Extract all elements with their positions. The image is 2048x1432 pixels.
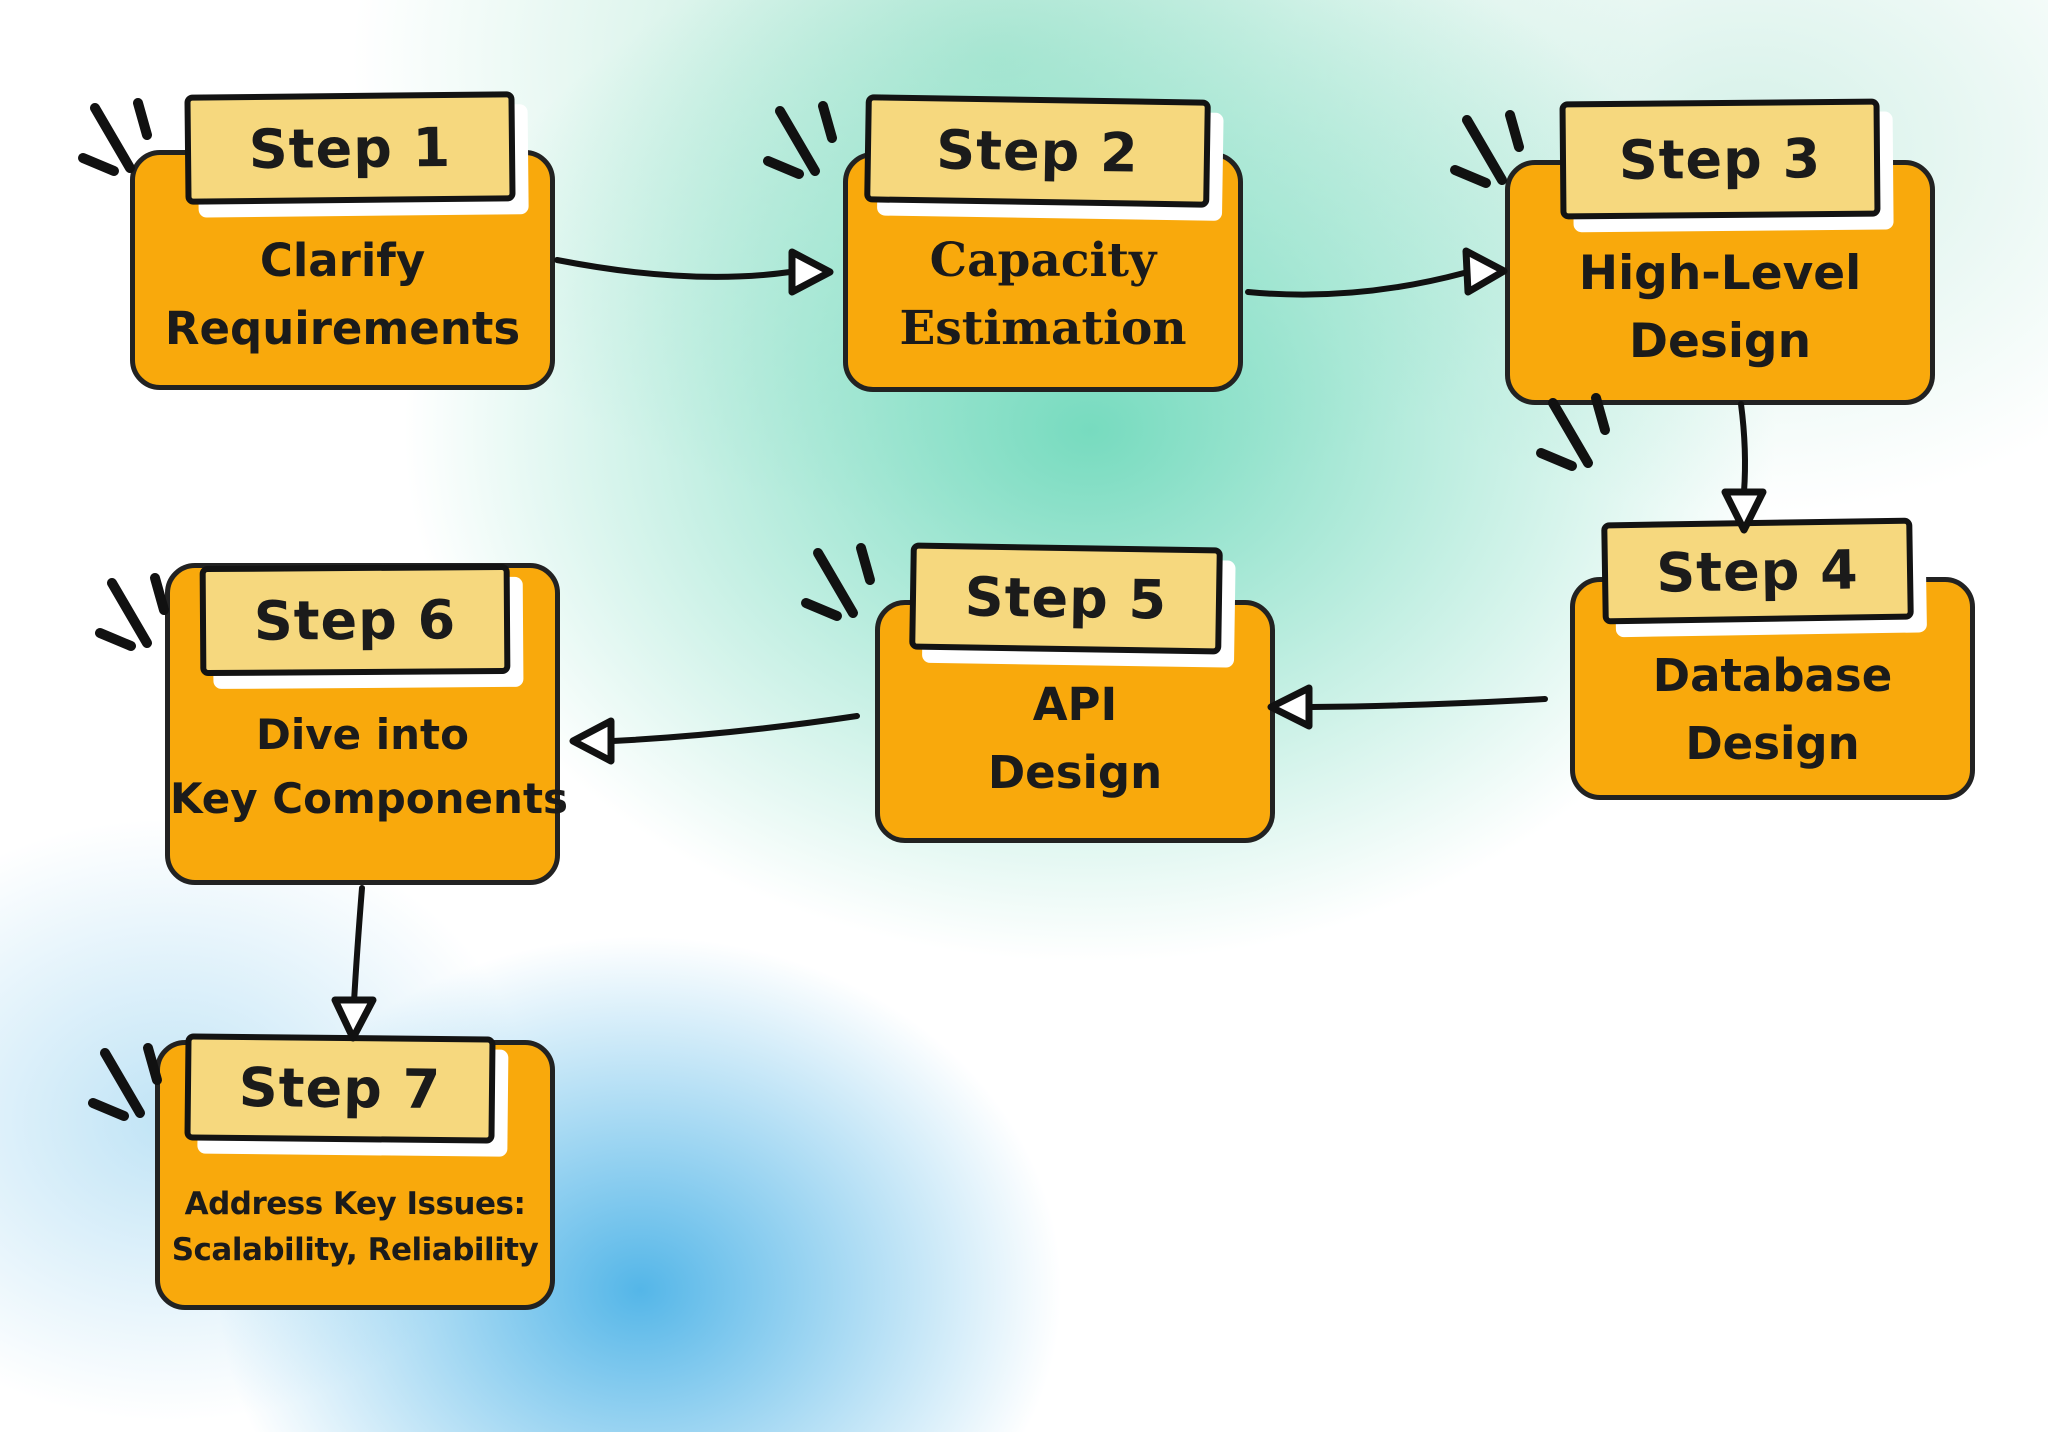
step-1-text-line: Clarify [259, 234, 426, 287]
arrow-step4-to-step5 [1267, 684, 1548, 730]
step-6-group: Dive into Key Components Step 6 [165, 563, 569, 885]
step-1-label-text: Step 1 [248, 115, 452, 181]
step-7-label: Step 7 [184, 1033, 496, 1144]
arrow-step3-to-step4 [1721, 401, 1767, 534]
step-2-group: Capacity Estimation Step 2 [843, 94, 1243, 392]
sparkle-icon [1536, 393, 1610, 471]
step-3-text-line: High-Level [1578, 246, 1862, 301]
step-2-label-text: Step 2 [935, 117, 1140, 185]
step-4-group: Database Design Step 4 [1570, 517, 1975, 800]
step-7-text-line: Address Key Issues: [184, 1186, 526, 1222]
arrow-step1-to-step2 [554, 248, 834, 296]
step-5-label: Step 5 [909, 542, 1223, 655]
step-4-text-line: Design [1685, 717, 1860, 770]
sparkle-icon [95, 573, 169, 651]
step-3-text-line: Design [1628, 314, 1812, 369]
step-1-text-line: Requirements [164, 302, 521, 355]
step-6-label: Step 6 [199, 563, 511, 677]
step-5-text-line: API [1032, 678, 1118, 731]
arrow-step6-to-step7 [331, 885, 377, 1042]
step-5-label-text: Step 5 [964, 565, 1168, 632]
step-6-label-text: Step 6 [253, 587, 457, 653]
step-1-group: Clarify Requirements Step 1 [130, 91, 555, 390]
step-4-text-line: Database [1652, 649, 1893, 702]
step-6-text-line: Dive into [256, 710, 469, 759]
step-7-group: Address Key Issues: Scalability, Reliabi… [155, 1033, 555, 1310]
step-2-text-line: Capacity [929, 233, 1157, 288]
step-4-label: Step 4 [1601, 517, 1914, 625]
sparkle-icon [801, 543, 875, 621]
step-6-text-line: Key Components [170, 774, 569, 823]
step-3-label: Step 3 [1559, 98, 1881, 220]
step-7-label-text: Step 7 [238, 1055, 442, 1122]
arrow-step5-to-step6 [569, 713, 860, 765]
step-4-label-text: Step 4 [1655, 537, 1860, 605]
sparkle-icon [88, 1043, 162, 1121]
step-1-label: Step 1 [184, 91, 516, 205]
step-7-text-line: Scalability, Reliability [171, 1232, 539, 1268]
sparkle-icon [763, 101, 837, 179]
step-5-text-line: Design [987, 746, 1163, 799]
step-3-group: High-Level Design Step 3 [1505, 98, 1935, 405]
step-2-text-line: Estimation [899, 301, 1187, 356]
step-3-label-text: Step 3 [1618, 126, 1822, 192]
step-5-group: API Design Step 5 [875, 542, 1275, 843]
arrow-step2-to-step3 [1245, 247, 1508, 298]
step-2-label: Step 2 [864, 94, 1211, 208]
